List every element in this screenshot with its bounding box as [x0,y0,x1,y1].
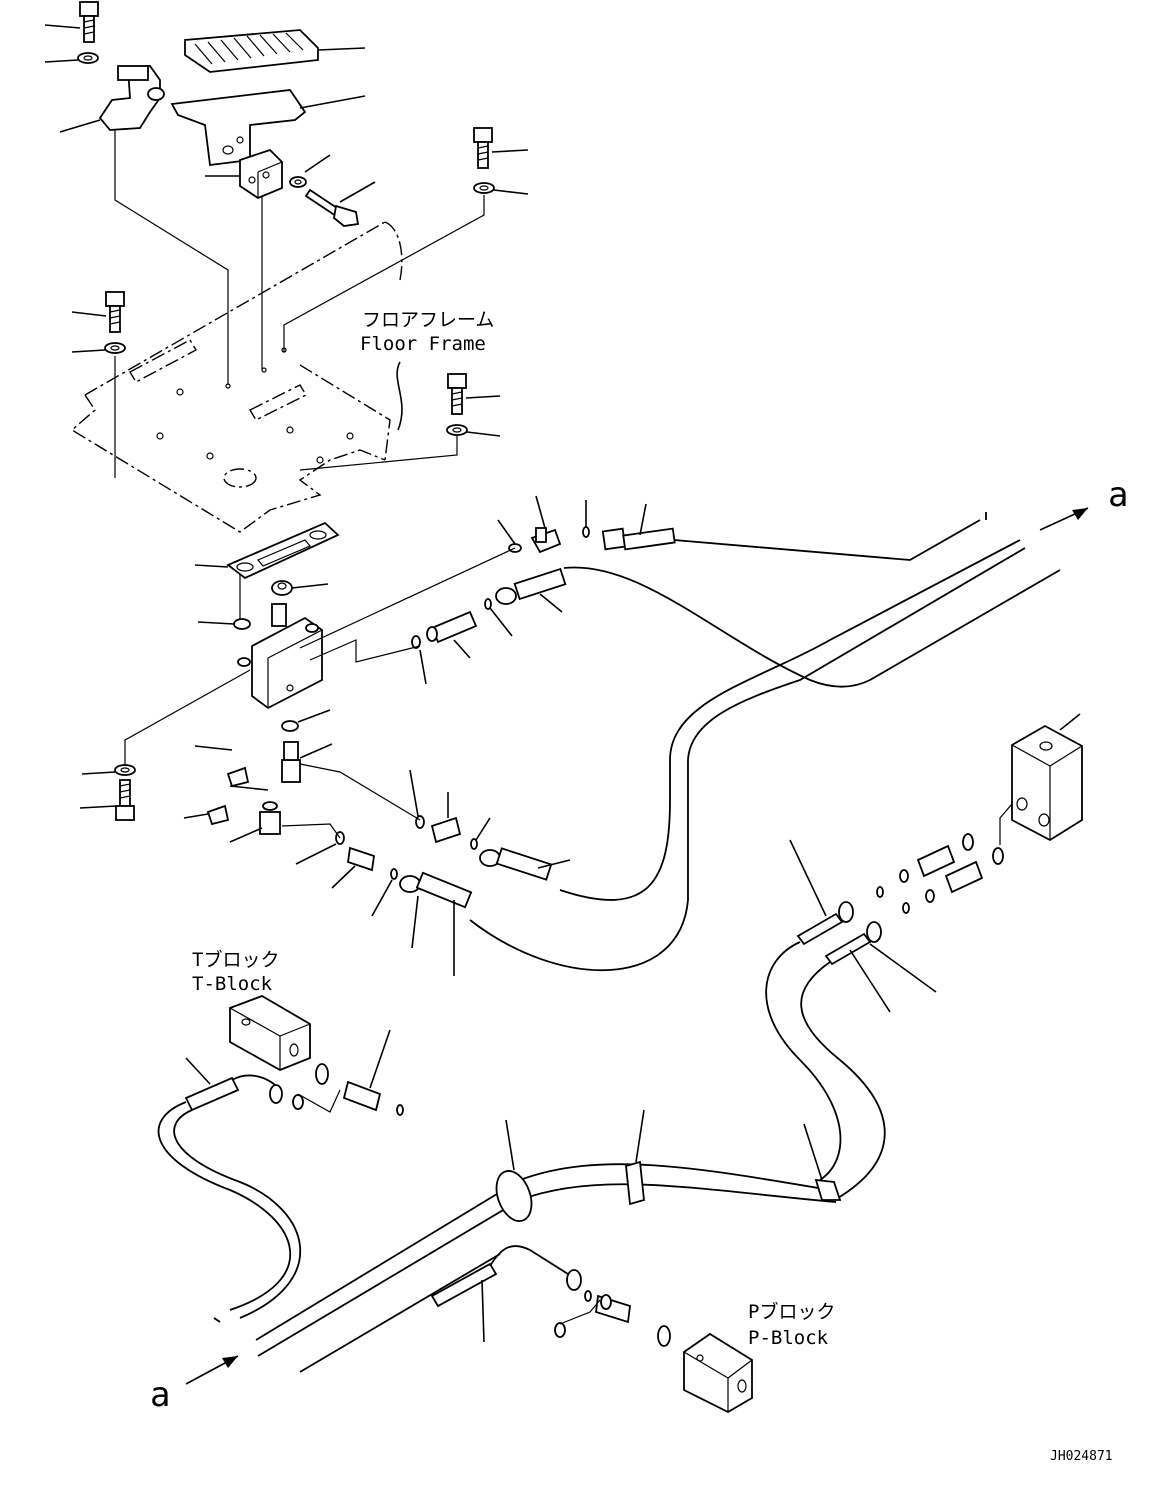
t-block-label-en: T-Block [192,973,273,995]
plug-1 [194,745,250,788]
right-o-rings [876,833,1004,914]
washer-upper-right [473,182,529,195]
bolt-upper-right [473,127,529,169]
floor-frame [70,221,403,533]
lower-hose-bundle [213,941,886,1373]
straight-adapter-mid [426,610,478,659]
hose-end-upper [601,503,676,551]
right-valve-block [1011,713,1083,842]
p-block-label-jp: Pブロック [748,1300,835,1323]
o-ring-lower-4 [371,868,398,917]
hose-end-lower-2 [399,871,473,976]
bolt-left [71,291,125,333]
o-ring-mid-left [411,635,427,685]
washer-left [71,342,126,354]
plug-2 [183,804,230,826]
gasket-plate [194,521,340,580]
hose-clamp-right [803,1123,842,1201]
right-adapters [916,803,1013,894]
washer-valve [197,618,251,630]
o-ring-lower-3 [295,831,345,865]
adapter-lower-1 [430,792,462,844]
o-ring-2 [229,785,278,811]
nut [271,580,329,596]
pedal-valve-body [237,603,323,710]
o-ring-upper-1 [497,519,522,553]
connector-arrow-top: a [1039,475,1128,531]
t-block-fittings [292,1029,404,1116]
connector-label-top: a [1108,475,1128,515]
hose-clamp-left [495,1119,533,1222]
washer-top-left [44,52,99,64]
t-block-label-jp: Tブロック [192,948,279,971]
elbow-fitting-1 [281,741,333,783]
floor-frame-label: フロアフレーム Floor Frame [360,309,494,355]
p-block-label: Pブロック P-Block [748,1300,835,1349]
hose-routing [469,512,1061,972]
stopper-block [205,148,283,200]
o-ring-lower-1 [409,769,425,829]
right-hose-ends [789,839,937,1013]
t-block-hose [157,1057,301,1319]
hose-end-lower-1 [479,847,571,881]
bolt-valve-lower [79,779,135,821]
p-block-fittings [554,1290,671,1347]
bolt-top-left [44,1,99,43]
connector-label-bottom: a [150,1375,170,1415]
t-block-label: Tブロック T-Block [192,948,279,995]
p-block-label-en: P-Block [748,1327,829,1349]
p-block [683,1332,753,1414]
o-ring-upper-2 [582,500,590,538]
bolt-pedal [304,181,376,227]
hose-clamp-middle [625,1109,645,1206]
p-block-hose [430,1245,582,1343]
o-ring-lower-2 [470,817,491,850]
adapter-lower-2 [331,846,375,889]
floor-frame-label-jp: フロアフレーム [362,309,494,331]
floor-frame-label-en: Floor Frame [360,333,486,355]
o-ring-mid [484,598,513,637]
hose-end-mid [495,567,567,613]
t-block [229,995,311,1071]
hinge-bracket [59,65,165,133]
connector-arrow-bottom: a [150,1355,239,1415]
adapter-elbow-upper [530,495,562,554]
assembly-leader-lines [114,130,485,765]
elbow-fitting-2 [229,811,281,843]
pedal-pad [184,29,366,73]
washer-valve-lower [81,764,136,776]
pedal-plate [170,89,366,167]
valve-port-leaders [281,547,516,839]
washer-floor-right [446,424,501,437]
o-ring-valve-bottom [281,709,331,732]
bolt-floor-right [447,373,501,415]
washer-pedal [289,154,331,188]
drawing-number: JH024871 [1050,1449,1113,1464]
